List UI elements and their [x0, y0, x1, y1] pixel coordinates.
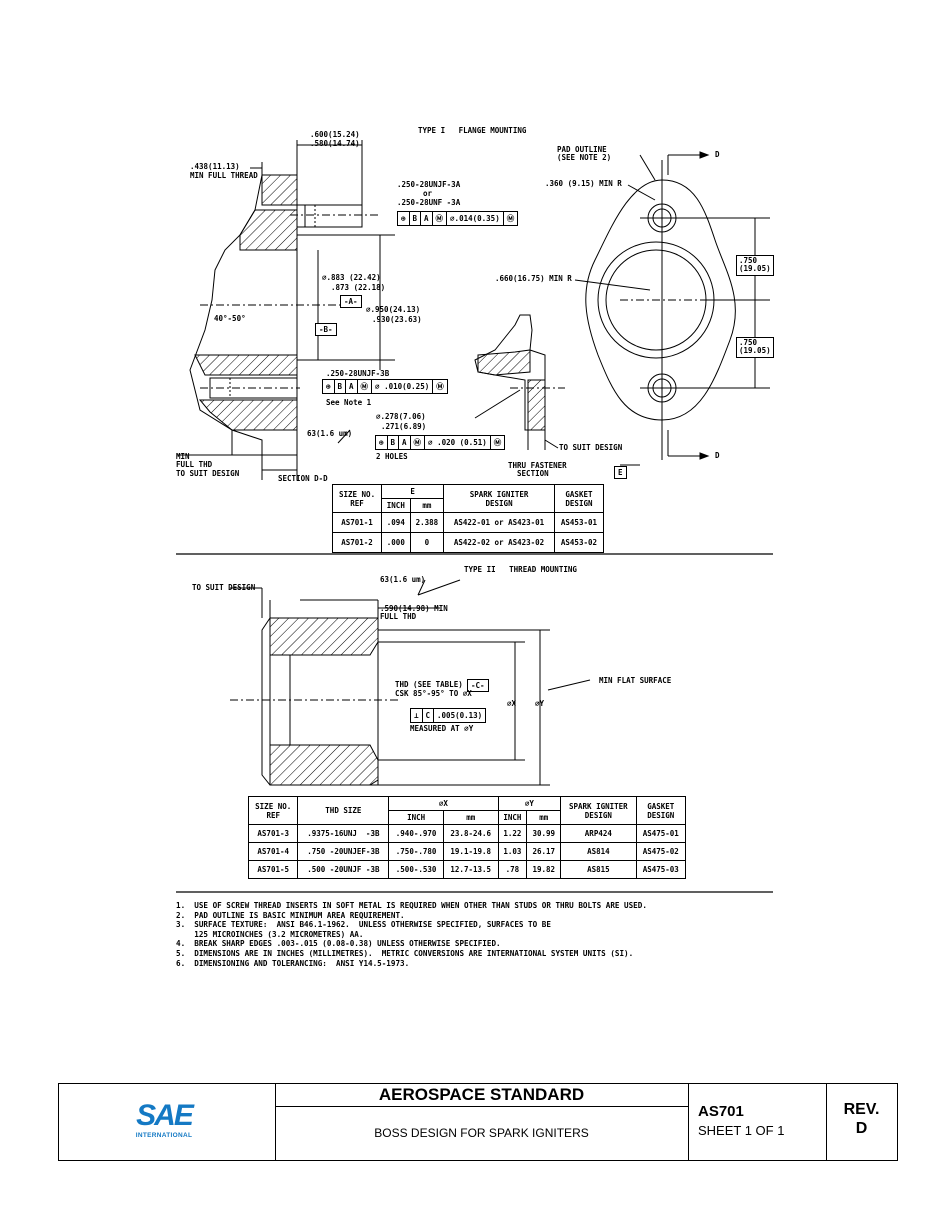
t2-h-y: ∅Y — [497, 796, 562, 811]
datum-c: -C- — [467, 679, 489, 692]
section-d-top: D — [715, 150, 720, 159]
dim-600: .600(15.24) — [310, 130, 360, 139]
dim-438: .438(11.13) — [190, 162, 240, 171]
note-6: 6. DIMENSIONING AND TOLERANCING: ANSI Y1… — [176, 958, 410, 968]
table-row: AS701-2 .000 0 AS422-02 or AS423-02 AS45… — [331, 532, 605, 553]
t2-h-thd: THD SIZE — [297, 796, 390, 825]
table-row: AS701-5 .500 -20UNJF -3B .500-.530 12.7-… — [247, 860, 687, 879]
document-title: BOSS DESIGN FOR SPARK IGNITERS — [374, 1126, 589, 1140]
type1-drawing — [176, 140, 773, 555]
datum-e: E — [614, 466, 627, 479]
surface-63-type2: 63(1.6 um) — [380, 575, 426, 584]
sheet-number: SHEET 1 OF 1 — [698, 1123, 785, 1138]
min-full-thread: MIN FULL THREAD — [190, 171, 258, 180]
note-1: 1. USE OF SCREW THREAD INSERTS IN SOFT M… — [176, 901, 647, 910]
datum-b: -B- — [315, 323, 337, 336]
phi-y: ∅Y — [535, 699, 545, 708]
dia-930: .930(23.63) — [372, 315, 422, 324]
min-full-thd: MIN FULL THD TO SUIT DESIGN — [176, 452, 240, 478]
phi-x: ∅X — [507, 699, 517, 708]
document-number: AS701 — [698, 1103, 744, 1120]
dia-950: ∅.950(24.13) — [366, 305, 421, 314]
dim-750b: .750 (19.05) — [736, 337, 774, 358]
thru-fastener-section: THRU FASTENER SECTION — [508, 461, 567, 479]
dim-750a: .750 (19.05) — [736, 255, 774, 276]
t1-h-gasket: GASKET DESIGN — [553, 484, 605, 513]
rev-cell: REV. D — [826, 1084, 897, 1160]
thread-or: or — [423, 189, 433, 198]
dim-590: .590(14.98) MIN FULL THD — [380, 604, 448, 622]
note-3-cont: 125 MICROINCHES (3.2 MICROMETRES) AA. — [176, 929, 364, 939]
section-dd: SECTION D-D — [278, 474, 328, 483]
logo-cell: SAE INTERNATIONAL — [59, 1084, 276, 1160]
thread-250b: .250-28UNF -3A — [397, 198, 461, 207]
dia-883: ∅.883 (22.42) — [322, 273, 381, 282]
dia-271: .271(6.89) — [381, 422, 427, 431]
type2-heading: TYPE II THREAD MOUNTING — [464, 565, 577, 574]
t1-sh-inch: INCH — [381, 498, 411, 513]
section-d-bottom: D — [715, 451, 720, 460]
rad-660: .660(16.75) MIN R — [495, 274, 572, 283]
pad-outline: PAD OUTLINE (SEE NOTE 2) — [557, 145, 612, 163]
type1-table: SIZE NO. REF E SPARK IGNITER DESIGN GASK… — [331, 484, 605, 553]
thd-see-table: THD (SEE TABLE) — [395, 680, 463, 689]
rev-value: D — [855, 1120, 868, 1137]
note-4: 4. BREAK SHARP EDGES .003-.015 (0.08-0.3… — [176, 939, 501, 949]
sae-logo: SAE INTERNATIONAL — [135, 1099, 194, 1140]
standard-heading: AEROSPACE STANDARD — [275, 1084, 688, 1107]
surface-63-type1: 63(1.6 um) — [307, 429, 353, 438]
t1-h-spark: SPARK IGNITER DESIGN — [443, 484, 555, 513]
t2-h-spark: SPARK IGNITER DESIGN — [560, 796, 637, 825]
fcf-perp: ⊥C.005(0.13) — [410, 708, 487, 723]
title-block: SAE INTERNATIONAL AEROSPACE STANDARD BOS… — [58, 1083, 898, 1161]
to-suit-design-type1: TO SUIT DESIGN — [559, 443, 623, 452]
dia-278: ∅.278(7.06) — [376, 412, 426, 421]
t2-h-size: SIZE NO. REF — [247, 796, 299, 825]
note-2: 2. PAD OUTLINE IS BASIC MINIMUM AREA REQ… — [176, 910, 405, 920]
notes-list: 1. USE OF SCREW THREAD INSERTS IN SOFT M… — [176, 901, 696, 968]
t2-h-x: ∅X — [388, 796, 499, 811]
table-row: AS701-1 .094 2.388 AS422-01 or AS423-01 … — [331, 512, 605, 533]
note-5: 5. DIMENSIONS ARE IN INCHES (MILLIMETRES… — [176, 948, 634, 958]
csk: CSK 85°-95° TO ∅X — [395, 689, 472, 698]
datum-a: -A- — [340, 295, 362, 308]
docno-cell: AS701 SHEET 1 OF 1 — [688, 1084, 827, 1160]
table-row: AS701-3 .9375-16UNJ -3B .940-.970 23.8-2… — [247, 824, 687, 843]
type2-table: SIZE NO. REF THD SIZE ∅X ∅Y SPARK IGNITE… — [247, 796, 687, 879]
title-cell: AEROSPACE STANDARD BOSS DESIGN FOR SPARK… — [275, 1084, 689, 1160]
to-suit-design-type2: TO SUIT DESIGN — [192, 583, 256, 592]
type1-heading: TYPE I FLANGE MOUNTING — [418, 126, 527, 135]
note-3: 3. SURFACE TEXTURE: ANSI B46.1-1962. UNL… — [176, 920, 551, 930]
measured-at: MEASURED AT ∅Y — [410, 724, 474, 733]
t2-h-gasket: GASKET DESIGN — [635, 796, 687, 825]
t1-h-size: SIZE NO. REF — [331, 484, 383, 513]
angle: 40°-50° — [214, 314, 246, 323]
t1-sh-mm: mm — [409, 498, 445, 513]
t1-h-e: E — [381, 484, 445, 499]
two-holes: 2 HOLES — [376, 452, 408, 461]
rev-label: REV. — [843, 1101, 880, 1118]
see-note-1: See Note 1 — [326, 398, 372, 407]
dia-873: .873 (22.18) — [331, 283, 386, 292]
min-flat-surface: MIN FLAT SURFACE — [599, 676, 672, 685]
table-row: AS701-4 .750 -20UNJEF-3B .750-.780 19.1-… — [247, 842, 687, 861]
type2-drawing — [176, 579, 773, 893]
dim-580: .580(14.74) — [310, 139, 360, 148]
thread-3b: .250-28UNJF-3B — [326, 369, 390, 378]
rad-360: .360 (9.15) MIN R — [545, 179, 622, 188]
thread-250a: .250-28UNJF-3A — [397, 180, 461, 189]
